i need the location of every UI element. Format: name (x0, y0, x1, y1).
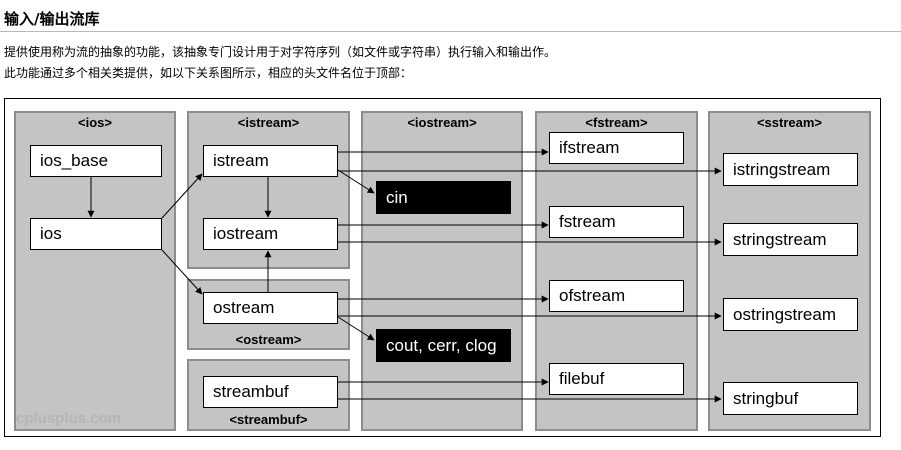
page-title: 输入/输出流库 (4, 10, 100, 28)
arrow-ios-istream (161, 173, 203, 219)
object-cout-cerr-clog: cout, cerr, clog (376, 329, 511, 362)
class-istream: istream (203, 145, 338, 177)
class-ofstream: ofstream (549, 280, 684, 312)
panel-ios-title: <ios> (78, 115, 112, 130)
watermark: cplusplus.com (16, 410, 122, 427)
panel-istream-title: <istream> (237, 115, 300, 130)
class-filebuf: filebuf (549, 363, 684, 395)
panel-streambuf-title: <streambuf> (229, 412, 308, 427)
panel-fstream-title: <fstream> (585, 115, 648, 130)
class-streambuf: streambuf (203, 376, 338, 408)
panel-iostream: <iostream> (361, 111, 523, 431)
class-ostream: ostream (203, 292, 338, 324)
class-iostream: iostream (203, 218, 338, 250)
panel-iostream-title: <iostream> (407, 115, 477, 130)
panel-ostream-title: <ostream> (235, 332, 302, 347)
arrow-istream-cin (337, 169, 375, 194)
description-line-1: 提供使用称为流的抽象的功能，该抽象专门设计用于对字符序列（如文件或字符串）执行输… (4, 45, 557, 59)
class-istringstream: istringstream (723, 153, 858, 186)
panel-sstream-title: <sstream> (756, 115, 823, 130)
title-divider (0, 31, 901, 32)
description-line-2: 此功能通过多个相关类提供，如以下关系图所示，相应的头文件名位于顶部： (4, 66, 413, 80)
arrow-ostream-cout (337, 316, 375, 341)
class-fstream: fstream (549, 206, 684, 238)
class-ios: ios (30, 218, 162, 250)
object-cin: cin (376, 181, 511, 214)
class-ifstream: ifstream (549, 132, 684, 164)
class-ios-base: ios_base (30, 145, 162, 177)
arrow-ios-ostream (161, 249, 203, 295)
class-stringbuf: stringbuf (723, 382, 858, 415)
class-stringstream: stringstream (723, 223, 858, 256)
class-ostringstream: ostringstream (723, 298, 858, 331)
